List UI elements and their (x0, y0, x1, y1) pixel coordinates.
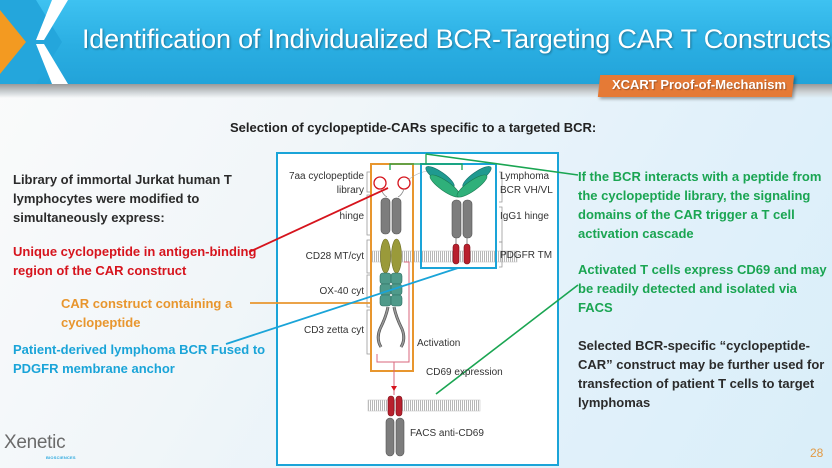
cyclopeptide-icon (373, 176, 387, 190)
cd69-description: Activated T cells express CD69 and may b… (578, 262, 827, 315)
interaction-description: If the BCR interacts with a peptide from… (578, 169, 822, 241)
bcr-description: Patient-derived lymphoma BCR Fused to PD… (13, 342, 266, 376)
connector-green-1 (425, 153, 579, 176)
label-activation: Activation (417, 338, 460, 349)
facs-antibody (385, 417, 395, 457)
label-pdgfr-tm: PDGFR TM (500, 250, 552, 261)
cd69-receptor (395, 395, 403, 417)
logo-wordmark: Xenetic (4, 432, 66, 453)
cell-membrane-bottom (367, 399, 481, 412)
label-facs: FACS anti-CD69 (410, 428, 484, 439)
logo-subtitle: BIOSCIENCES (46, 455, 76, 460)
label-hinge: hinge (340, 211, 365, 222)
section-badge-label: XCART Proof-of-Mechanism (611, 77, 787, 92)
car-ox40 (379, 272, 403, 307)
car-construct-description: CAR construct containing a cyclopeptide (61, 296, 233, 330)
car-cd28 (391, 238, 402, 274)
label-lymphoma: Lymphoma (500, 171, 550, 182)
title-bar (0, 0, 832, 84)
interaction-bracket (389, 154, 463, 170)
label-ox40: OX-40 cyt (320, 286, 365, 297)
label-igg1-hinge: IgG1 hinge (500, 211, 549, 222)
connector-green-2 (435, 284, 579, 395)
page-number: 28 (810, 446, 824, 460)
car-hinge (380, 197, 391, 235)
label-cd3: CD3 zetta cyt (304, 325, 364, 336)
connector-red (248, 187, 389, 253)
label-library: library (337, 185, 364, 196)
bcr-igg1-hinge (462, 199, 473, 239)
cyclopeptide-description: Unique cyclopeptide in antigen-binding r… (13, 244, 257, 278)
domain-brackets-left (366, 171, 370, 355)
intro-text: Library of immortal Jurkat human T lymph… (13, 172, 232, 225)
bcr-pdgfr-tm (463, 243, 471, 265)
bcr-pdgfr-tm (452, 243, 460, 265)
bcr-vh-vl (456, 174, 488, 198)
label-bcr-vh-vl: BCR VH/VL (500, 185, 553, 196)
facs-antibody (395, 417, 405, 457)
car-hinge (391, 197, 402, 235)
cd69-receptor (387, 395, 395, 417)
bcr-igg1-hinge (451, 199, 462, 239)
label-cd28: CD28 MT/cyt (306, 251, 365, 262)
selection-description: Selected BCR-specific “cyclopeptide-CAR”… (578, 338, 825, 410)
connector-blue (225, 267, 459, 345)
cyclopeptide-icon (397, 176, 411, 190)
x-logo-icon (0, 0, 68, 84)
car-cd28 (380, 238, 391, 274)
subheading: Selection of cyclopeptide-CARs specific … (230, 120, 597, 135)
activation-arrow-icon (391, 386, 397, 391)
domain-brackets-right (499, 171, 503, 268)
page-title: Identification of Individualized BCR-Tar… (82, 24, 831, 54)
xenetic-logo: Xenetic BIOSCIENCES (4, 432, 76, 460)
diagram-frame (276, 152, 559, 466)
label-cd69-expression: CD69 expression (426, 367, 503, 378)
label-cyclopeptide: 7aa cyclopeptide (289, 171, 364, 182)
